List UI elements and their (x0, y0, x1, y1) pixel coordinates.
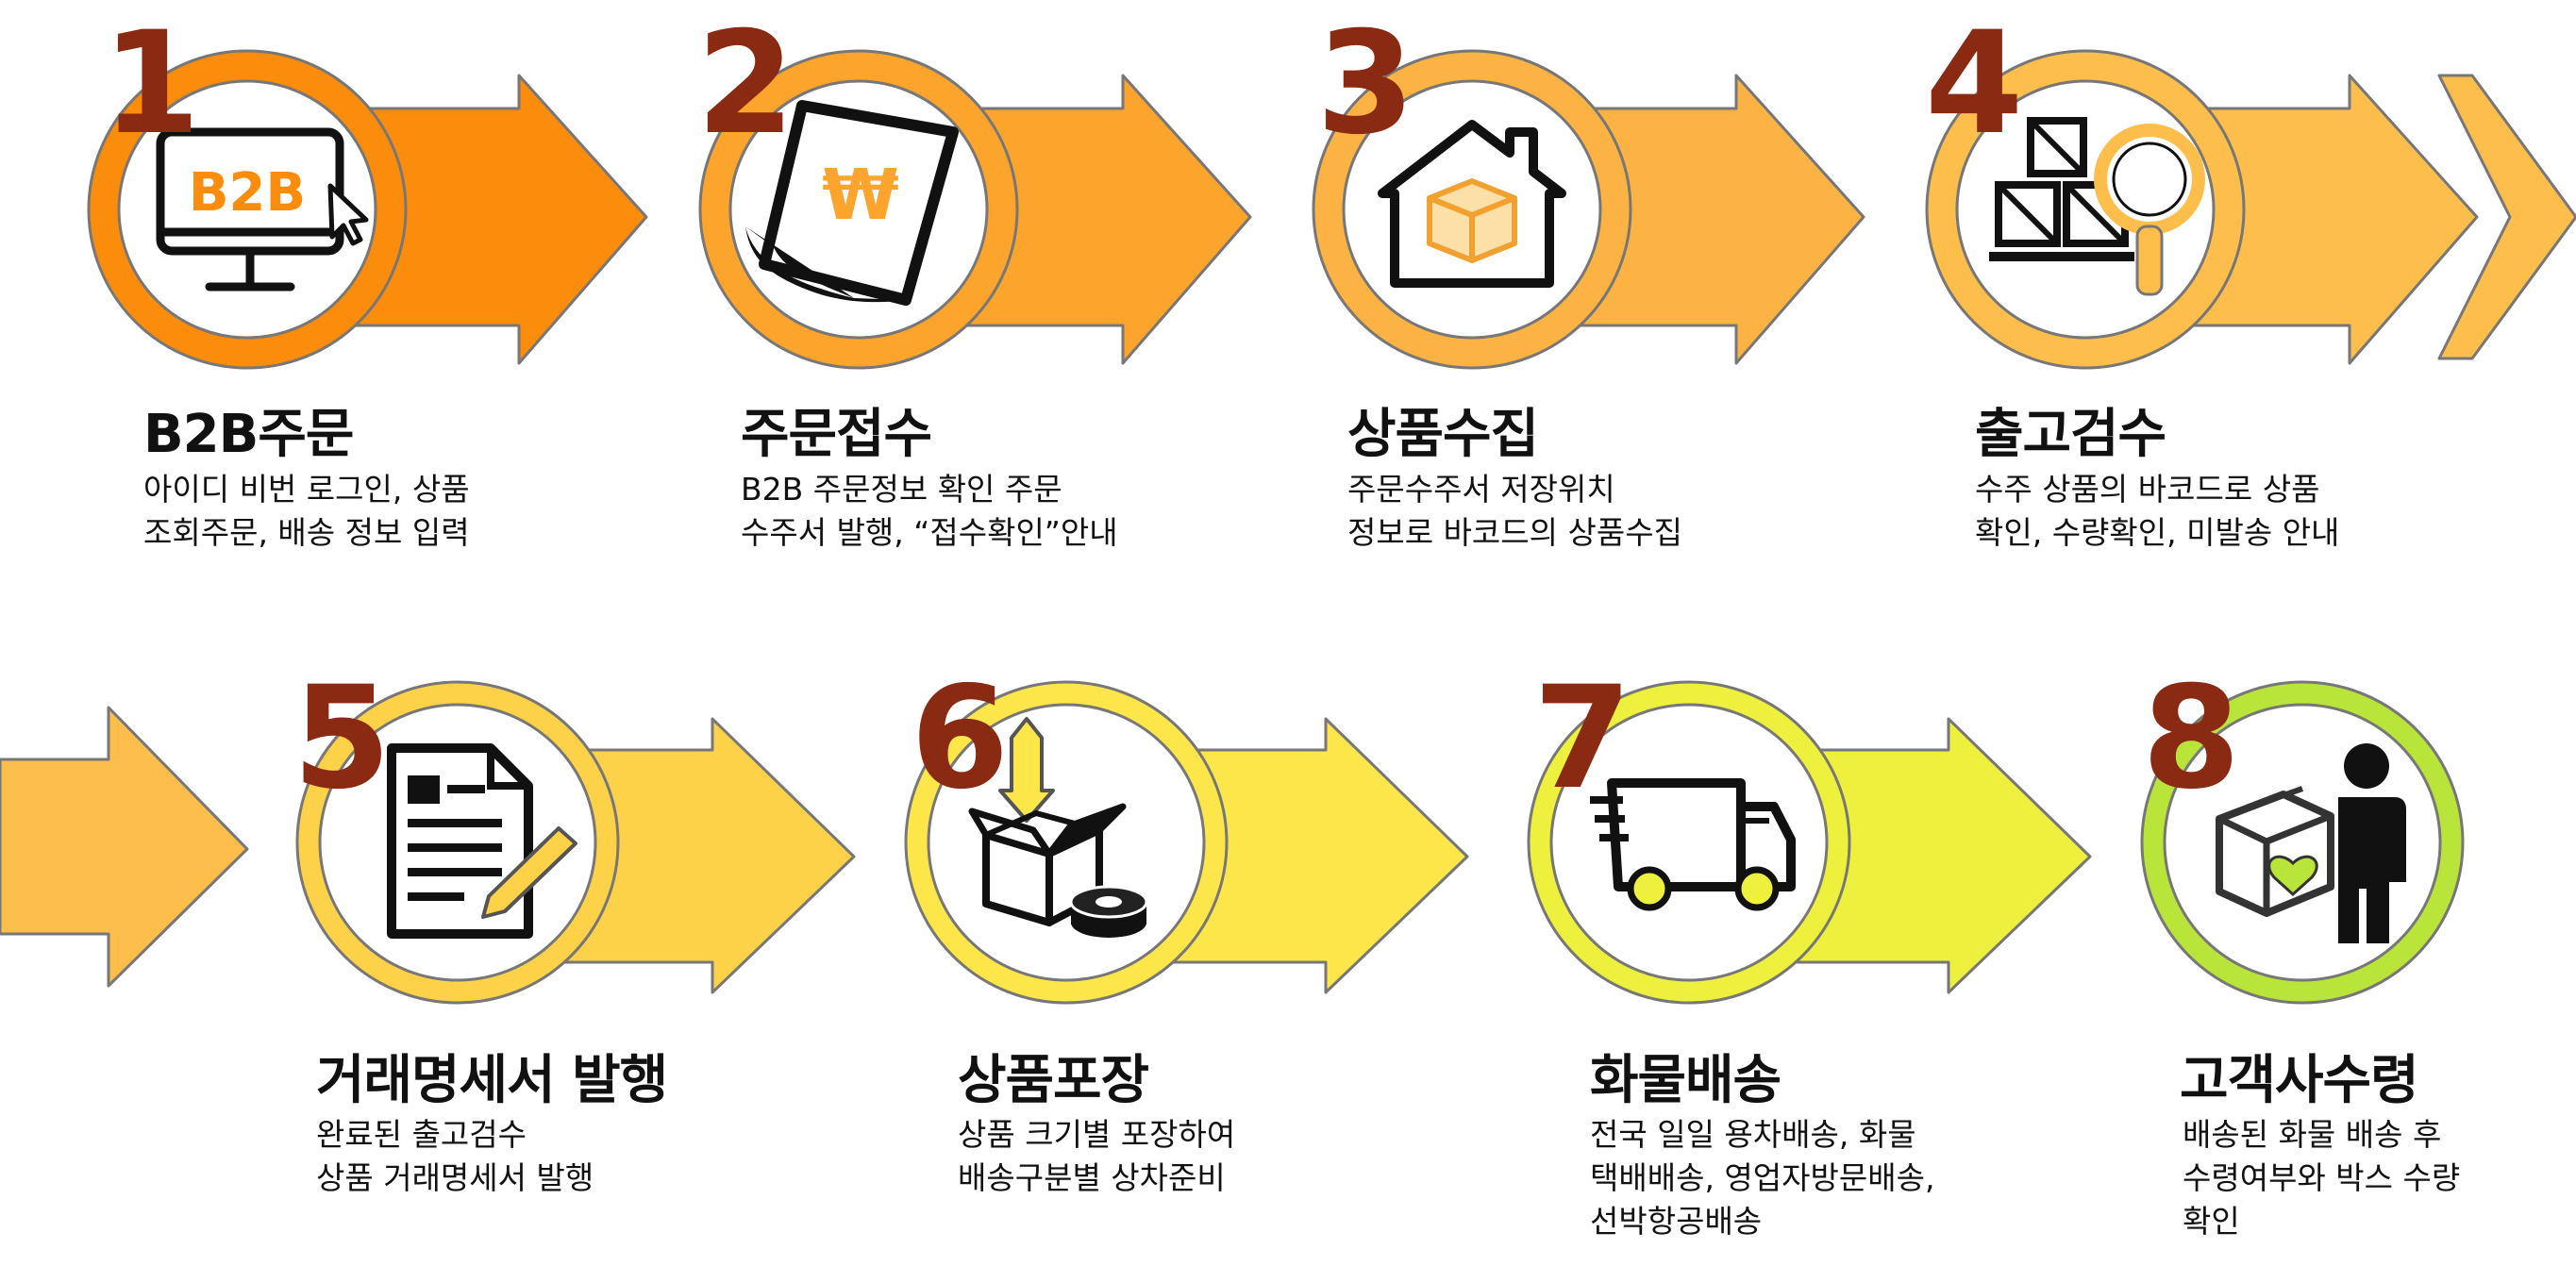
continuation-arrow (0, 706, 249, 988)
step-8-number: 8 (2142, 657, 2240, 821)
receipt-won-icon: ₩ (745, 100, 959, 306)
step-3-desc-line: 주문수주서 저장위치 (1347, 471, 1615, 508)
delivery-truck-icon (1590, 778, 1796, 911)
step-5-desc: 완료된 출고검수 상품 거래명세서 발행 (316, 1113, 594, 1200)
step-3-number: 3 (1316, 2, 1414, 166)
step-4-desc-line: 확인, 수량확인, 미발송 안내 (1975, 514, 2340, 551)
boxes-magnifier-icon (1989, 117, 2205, 296)
step-8-desc: 배송된 화물 배송 후 수령여부와 박스 수량 확인 (2183, 1113, 2460, 1243)
step-3-title: 상품수집 (1347, 404, 1539, 465)
step-1-desc-line: 조회주문, 배송 정보 입력 (143, 514, 470, 551)
step-4-desc-line: 수주 상품의 바코드로 상품 (1975, 471, 2320, 508)
step-7-number: 7 (1533, 657, 1631, 821)
step-6-desc-line: 배송구분별 상차준비 (958, 1159, 1226, 1196)
step-5-number: 5 (293, 657, 391, 821)
step-7-desc-line: 선박항공배송 (1590, 1203, 1763, 1240)
step-2-desc-line: 수주서 발행, “접수확인”안내 (741, 514, 1118, 551)
step-1-desc: 아이디 비번 로그인, 상품 조회주문, 배송 정보 입력 (143, 468, 470, 555)
step-7-title: 화물배송 (1590, 1050, 1781, 1111)
step-8-desc-line: 수령여부와 박스 수량 (2183, 1159, 2461, 1196)
step-2-number: 2 (696, 2, 795, 166)
step-3-desc-line: 정보로 바코드의 상품수집 (1347, 514, 1682, 551)
step-6-number: 6 (911, 657, 1009, 821)
won-icon-label: ₩ (822, 155, 899, 236)
person-box-heart-icon (2216, 743, 2406, 943)
step-3-desc: 주문수주서 저장위치 정보로 바코드의 상품수집 (1347, 468, 1682, 555)
box-tape-icon (968, 717, 1148, 938)
step-4-number: 4 (1925, 2, 2023, 166)
step-4-title: 출고검수 (1975, 404, 2166, 465)
computer-b2b-icon: B2B (156, 127, 369, 292)
step-6-desc: 상품 크기별 포장하여 배송구분별 상차준비 (958, 1113, 1235, 1200)
step-8-desc-line: 배송된 화물 배송 후 (2183, 1116, 2442, 1153)
step-7-desc-line: 전국 일일 용차배송, 화물 (1590, 1116, 1916, 1153)
step-2-title: 주문접수 (741, 404, 932, 465)
b2b-icon-label: B2B (189, 162, 306, 224)
step-2-desc-line: B2B 주문정보 확인 주문 (741, 471, 1062, 508)
step-5-desc-line: 완료된 출고검수 (316, 1116, 527, 1153)
step-5-title: 거래명세서 발행 (316, 1050, 668, 1111)
step-7-desc: 전국 일일 용차배송, 화물 택배배송, 영업자방문배송, 선박항공배송 (1590, 1113, 1934, 1243)
step-1-desc-line: 아이디 비번 로그인, 상품 (143, 471, 470, 508)
step-1-number: 1 (102, 2, 200, 166)
step-6-title: 상품포장 (958, 1050, 1149, 1111)
step-7-desc-line: 택배배송, 영업자방문배송, (1590, 1159, 1935, 1196)
step-1-title: B2B주문 (143, 404, 354, 465)
step-6-desc-line: 상품 크기별 포장하여 (958, 1116, 1236, 1153)
document-pencil-icon (387, 743, 577, 939)
step-8-desc-line: 확인 (2183, 1203, 2240, 1240)
chevron-right-icon (2437, 74, 2576, 360)
step-2-desc: B2B 주문정보 확인 주문 수주서 발행, “접수확인”안내 (741, 468, 1118, 555)
warehouse-box-icon (1378, 120, 1566, 288)
step-4-desc: 수주 상품의 바코드로 상품 확인, 수량확인, 미발송 안내 (1975, 468, 2339, 555)
step-5-desc-line: 상품 거래명세서 발행 (316, 1159, 594, 1196)
step-8-title: 고객사수령 (2180, 1050, 2419, 1111)
